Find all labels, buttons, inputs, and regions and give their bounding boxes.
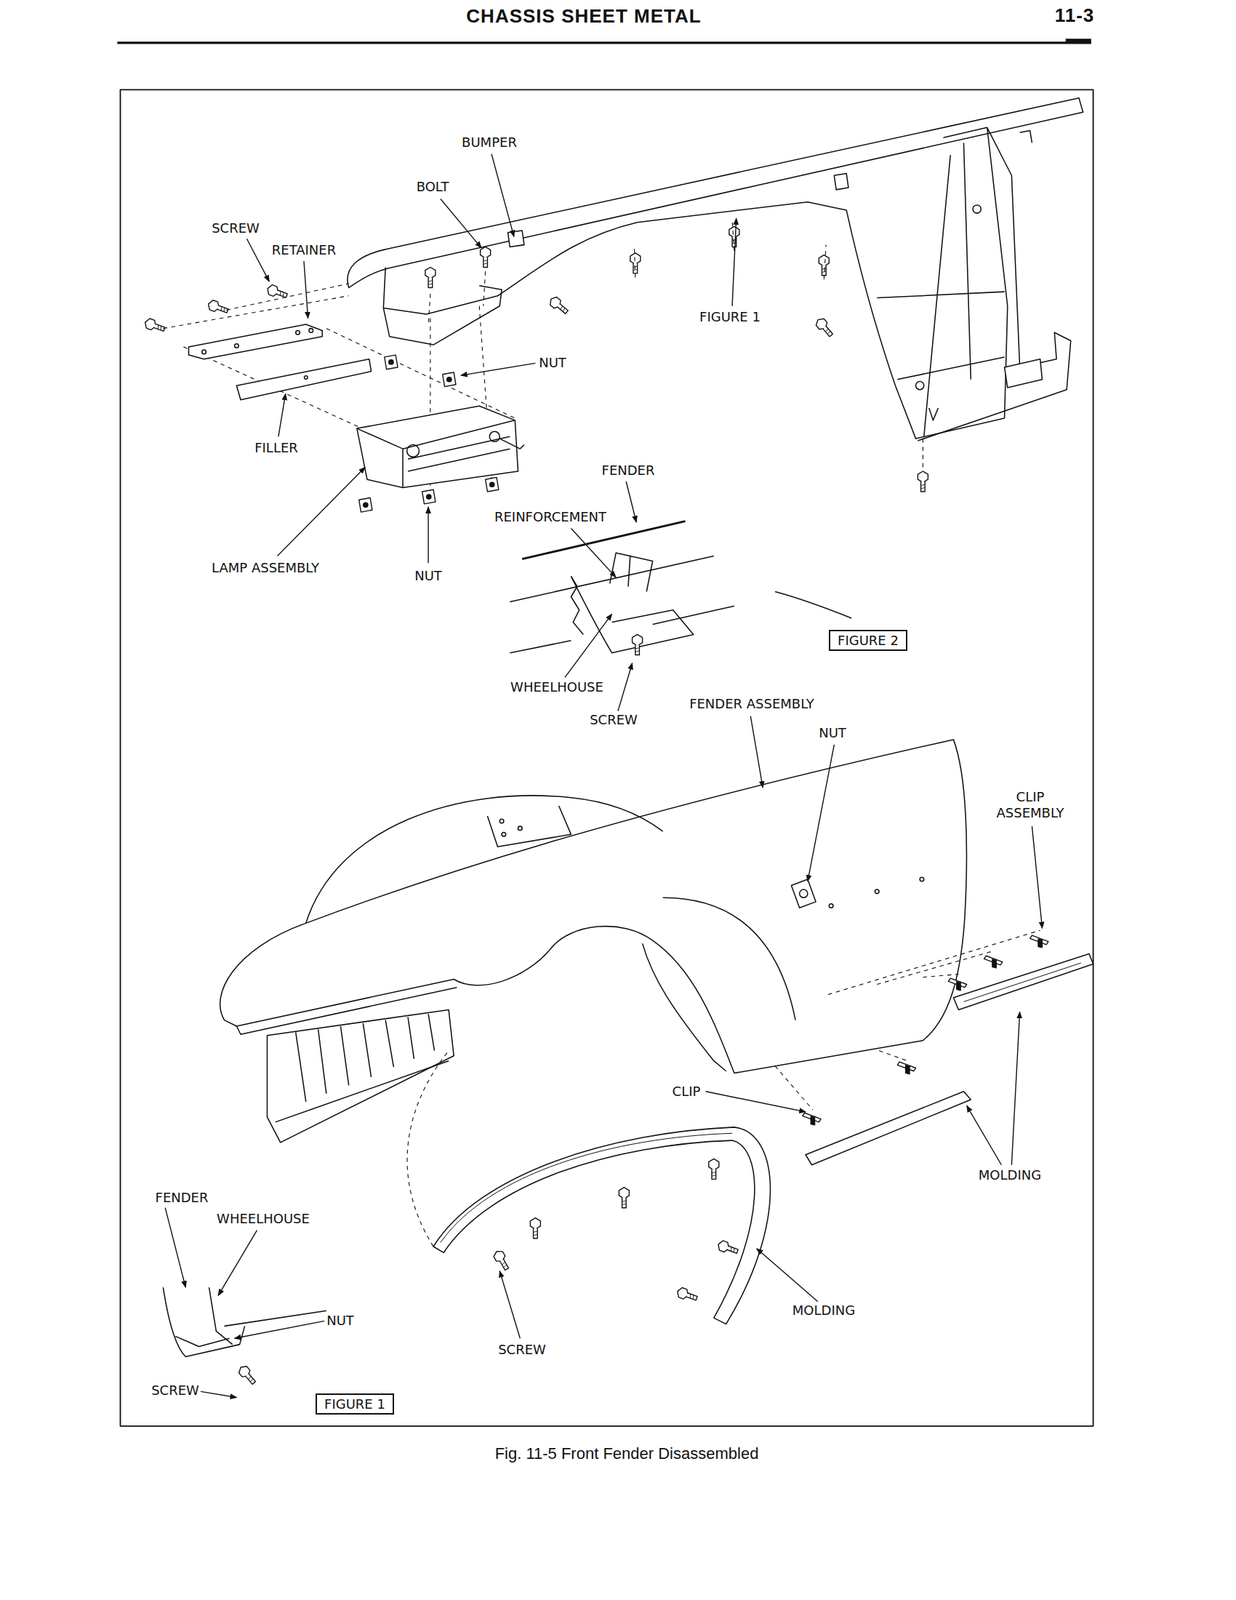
part-label: CLIP [671, 1083, 703, 1100]
part-label: REINFORCEMENT [492, 508, 608, 525]
figure-ref-box: FIGURE 2 [828, 629, 908, 651]
part-label: SCREW [588, 711, 640, 728]
part-label: BOLT [415, 178, 451, 195]
part-label: RETAINER [270, 242, 338, 259]
figure-caption: Fig. 11-5 Front Fender Disassembled [495, 1443, 760, 1463]
part-label: NUT [412, 567, 444, 584]
part-label: BUMPER [460, 134, 519, 151]
part-label: MOLDING [791, 1302, 857, 1319]
part-label: CLIP ASSEMBLY [985, 788, 1076, 821]
part-label: NUT [537, 354, 568, 371]
part-label: FENDER [600, 462, 657, 479]
page-number: 11-3 [1054, 4, 1095, 27]
part-label: NUT [817, 724, 848, 741]
figure-ref-text: FIGURE 1 [324, 1395, 386, 1412]
page-header: CHASSIS SHEET METAL [466, 5, 701, 28]
figure-ref-text: FIGURE 2 [837, 632, 899, 648]
part-label: SCREW [149, 1382, 201, 1399]
part-label: FIGURE 1 [697, 309, 762, 325]
part-label: FENDER [154, 1189, 211, 1206]
part-label: FILLER [253, 439, 300, 456]
part-label: FENDER ASSEMBLY [687, 695, 816, 712]
part-label: SCREW [210, 220, 262, 237]
figure-ref-box: FIGURE 1 [315, 1393, 395, 1415]
part-label: WHEELHOUSE [215, 1210, 312, 1227]
part-label: MOLDING [977, 1166, 1043, 1183]
part-label: LAMP ASSEMBLY [210, 559, 321, 576]
part-label: SCREW [496, 1341, 548, 1358]
part-label: NUT [324, 1312, 356, 1329]
part-label: WHEELHOUSE [508, 679, 605, 696]
